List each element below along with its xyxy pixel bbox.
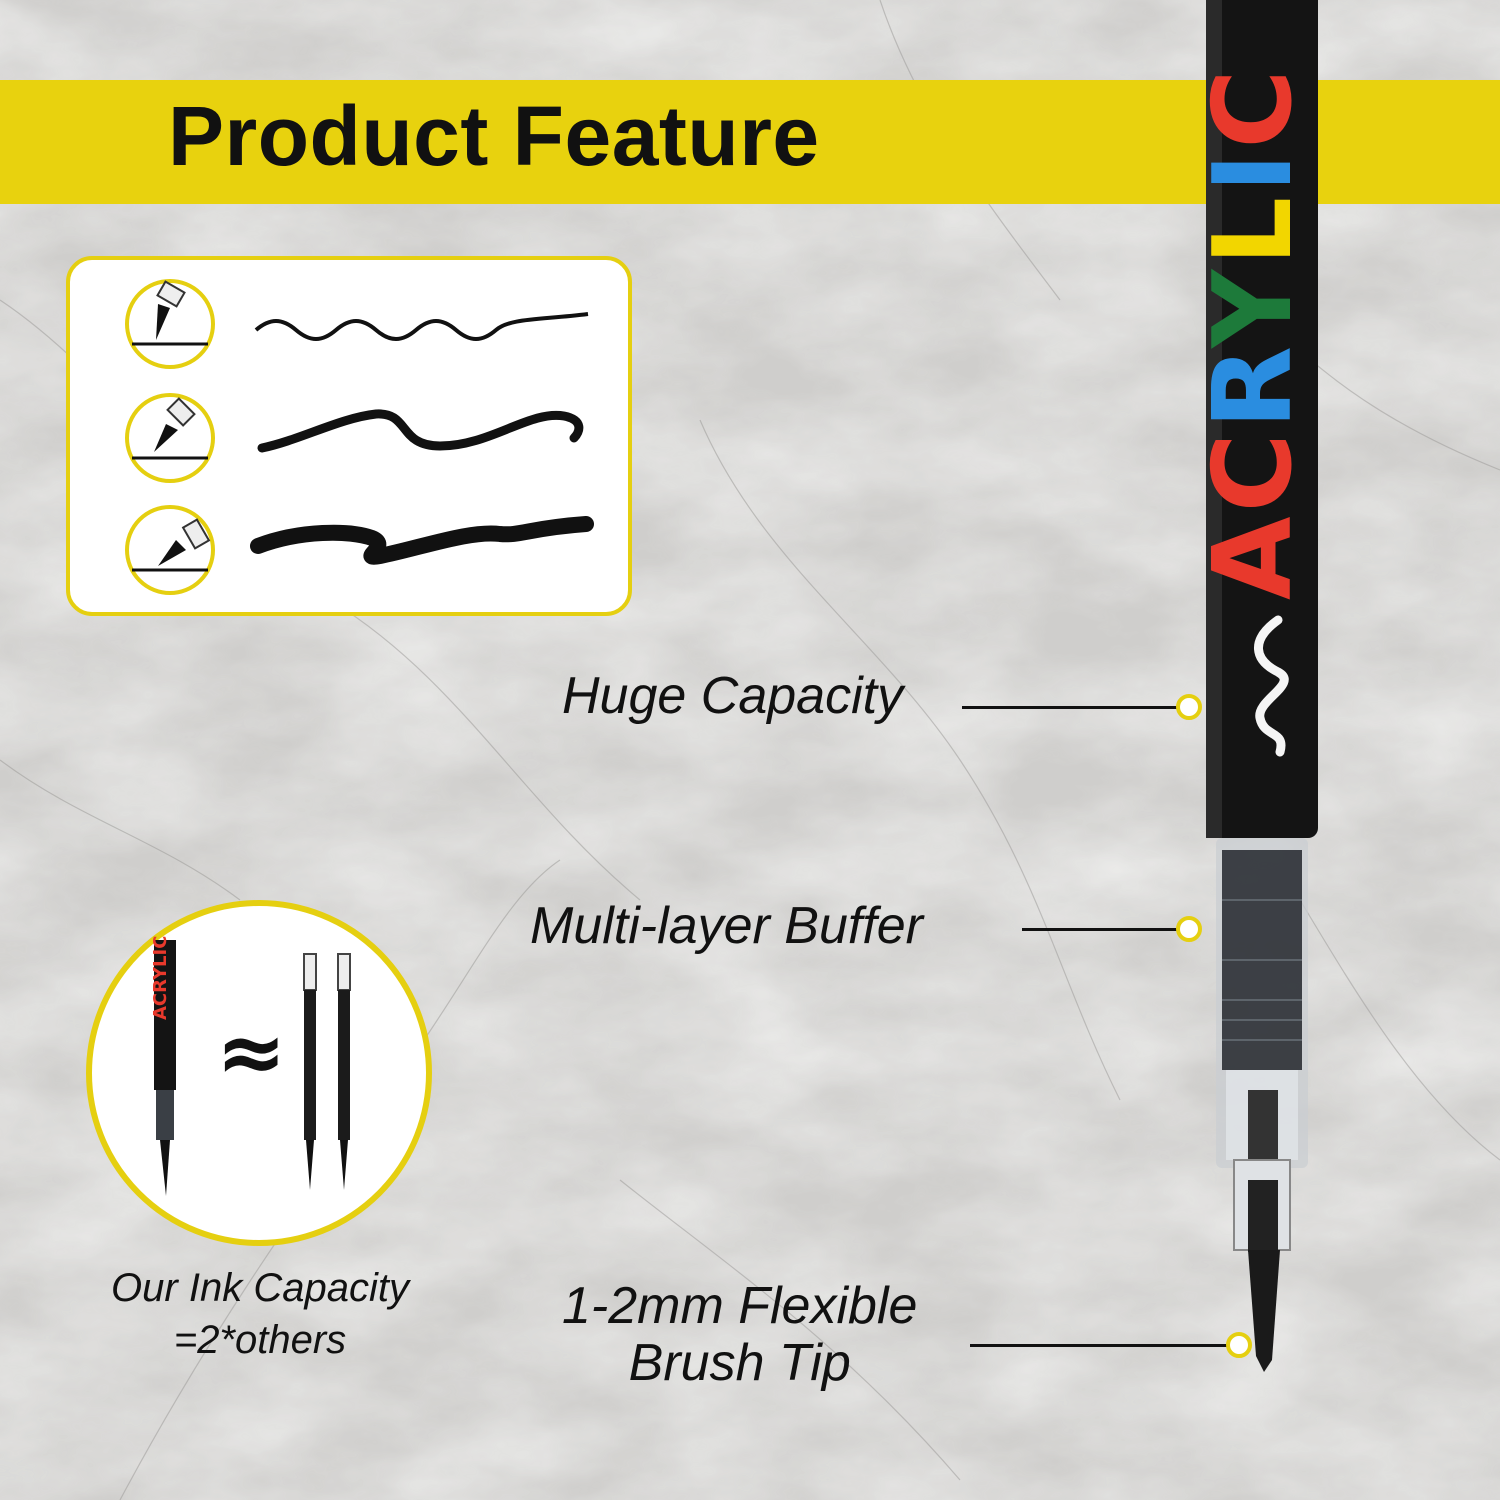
pen-brand-text: ACRYLIC [1191, 65, 1316, 600]
stroke-sample-row [125, 393, 584, 483]
page-title: Product Feature [168, 89, 820, 183]
medium-stroke-line [257, 409, 584, 453]
brush-tip-icon [125, 279, 215, 369]
capacity-compare-circle [86, 900, 432, 1246]
refill-icon [337, 953, 351, 1190]
callout-dot [1176, 694, 1202, 720]
thin-stroke-line [254, 312, 589, 341]
capacity-caption-line-1: Our Ink Capacity [111, 1266, 409, 1310]
callout-brush-tip-line-1: 1-2mm Flexible [562, 1277, 918, 1335]
brush-tip-icon [125, 393, 215, 483]
pen-brand-letter: I [1191, 149, 1316, 193]
brush-tip-icon [125, 505, 215, 595]
stroke-sample-row [125, 505, 594, 595]
callout-leader-line [1022, 928, 1180, 931]
callout-leader-line [962, 706, 1180, 709]
capacity-caption-line-2: =2*others [173, 1318, 347, 1362]
acrylic-pen-image: ACRYLIC [1191, 0, 1318, 1372]
stroke-sample-row [125, 279, 589, 369]
pen-brand-letter: Y [1191, 266, 1316, 350]
pen-brand-letter: C [1191, 65, 1316, 148]
pen-brand-letter: C [1191, 429, 1316, 512]
callout-huge-capacity: Huge Capacity [562, 667, 904, 725]
callout-dot [1176, 916, 1202, 942]
callout-leader-line [970, 1344, 1228, 1347]
callout-multi-layer-buffer: Multi-layer Buffer [530, 897, 923, 955]
capacity-compare-pens: ACRYLIC [150, 936, 351, 1196]
thick-stroke-line [250, 516, 594, 565]
svg-text:ACRYLIC: ACRYLIC [150, 936, 171, 1020]
squiggle-logo-icon [1254, 615, 1289, 757]
stroke-samples-drawing [125, 279, 594, 595]
callout-brush-tip: 1-2mm Flexible Brush Tip [562, 1277, 918, 1393]
callout-dot [1226, 1332, 1252, 1358]
pen-brand-letter: R [1191, 348, 1316, 429]
our-pen-icon: ACRYLIC [150, 936, 176, 1196]
approx-equal-symbol: ≈ [216, 1003, 287, 1101]
callout-brush-tip-line-2: Brush Tip [628, 1334, 851, 1393]
pen-brand-letter: L [1191, 193, 1316, 266]
pen-brand-letter: A [1191, 512, 1316, 600]
refill-icon [303, 953, 317, 1190]
capacity-caption: Our Ink Capacity =2*others [60, 1262, 460, 1366]
